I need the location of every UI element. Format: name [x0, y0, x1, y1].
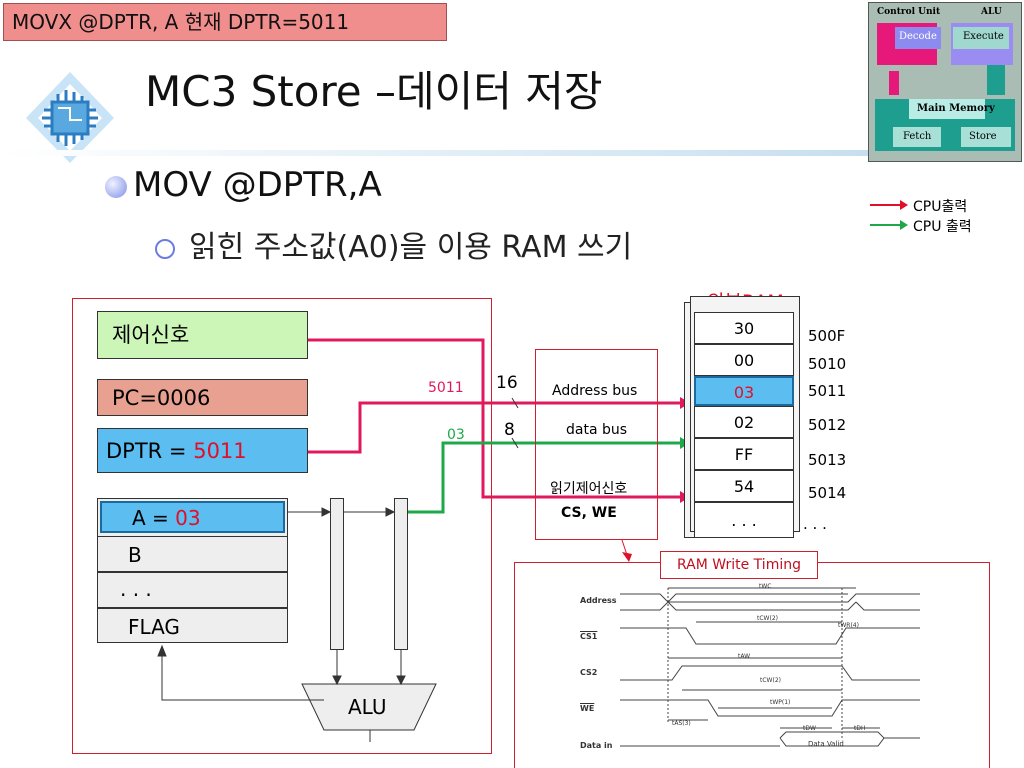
ram-address-5011: 5011 [808, 382, 847, 400]
data-bus-label: data bus [566, 422, 628, 438]
ram-address-5012: 5012 [808, 416, 847, 434]
timing-title: RAM Write Timing [677, 557, 801, 573]
page-title: MC3 Store –데이터 저장 [145, 67, 603, 116]
bullet-dot-icon [105, 175, 127, 198]
data-width-label: 8 [504, 420, 515, 440]
pc-register-label: PC=0006 [112, 386, 211, 410]
ram-address-more: . . . [803, 515, 827, 533]
pc-register: PC=0006 [97, 379, 308, 416]
register-dots: . . . [97, 572, 288, 608]
ram-address-5014: 5014 [808, 484, 847, 502]
timing-tcw: tCW(2) [757, 615, 778, 622]
timing-row-cs1: CS1 [580, 632, 598, 641]
ram-address-500f: 500F [808, 327, 846, 345]
read-control-label: 읽기제어신호 [550, 481, 628, 497]
register-flag: FLAG [97, 608, 288, 643]
timing-waveforms [620, 587, 920, 747]
instruction-tag: MOVX @DPTR, A 현재 DPTR=5011 [3, 3, 447, 41]
timing-tdw: tDW [803, 725, 816, 732]
register-b-label: B [128, 543, 142, 567]
control-signal-box: 제어신호 [97, 311, 308, 359]
dptr-label: DPTR = [106, 439, 194, 463]
control-signal-label: 제어신호 [112, 323, 190, 347]
ram-cell-value: FF [734, 445, 754, 464]
ram-address-5013: 5013 [808, 451, 847, 469]
instruction-cycle-diagram: Control Unit ALU Decode Execute Main Mem… [868, 2, 1022, 162]
register-b: B [97, 536, 288, 572]
ram-cell-value: 54 [733, 477, 755, 496]
alu-shape [301, 683, 437, 731]
register-a: A = 03 [100, 501, 285, 533]
timing-data-valid: Data Valid [808, 740, 844, 748]
dptr-value: 5011 [193, 439, 247, 463]
ram-cell-more: . . . [694, 502, 794, 538]
timing-tas: tAS(3) [672, 720, 691, 727]
bullet-ring-icon [155, 238, 175, 259]
cycle-label-execute: Execute [963, 31, 1004, 42]
cpu-frame [72, 298, 492, 754]
bullet-main-text: MOV @DPTR,A [133, 165, 382, 205]
ram-cell-value: . . . [731, 511, 757, 530]
timing-taw: tAW [738, 653, 751, 660]
address-bus-label: Address bus [552, 383, 638, 399]
ram-cell-5011: 03 [694, 376, 794, 406]
ram-cell-5012: 02 [694, 406, 794, 438]
internal-bus-1 [330, 498, 344, 650]
ram-cell-5014: 54 [694, 470, 794, 502]
legend-green-label: CPU 출력 [913, 219, 972, 235]
cs-we-label: CS, WE [561, 505, 617, 521]
ram-cell-value: 02 [733, 413, 755, 432]
timing-row-data-in: Data in [580, 741, 613, 750]
cycle-graphic [869, 3, 1021, 161]
alu-label: ALU [348, 695, 387, 719]
data-value-label: 03 [447, 427, 465, 443]
ram-address-5010: 5010 [808, 355, 847, 373]
timing-twc: tWC [759, 583, 772, 590]
chip-logo-icon [26, 72, 114, 163]
timing-title-box: RAM Write Timing [660, 551, 818, 579]
bullet-sub: 읽힌 주소값(A0)을 이용 RAM 쓰기 [155, 222, 632, 266]
address-width-label: 16 [496, 373, 518, 393]
cycle-label-fetch: Fetch [903, 131, 932, 142]
cycle-label-main-memory: Main Memory [917, 103, 995, 114]
timing-twr: tWR(4) [838, 622, 859, 629]
legend-red-label: CPU출력 [913, 199, 968, 215]
address-value-label: 5011 [428, 380, 464, 396]
ram-cell-5013: FF [694, 438, 794, 470]
register-a-label: A = [132, 506, 176, 530]
cycle-label-store: Store [969, 131, 997, 142]
title-divider [0, 150, 870, 156]
timing-row-we: WE [580, 704, 595, 713]
ram-cell-5010: 00 [694, 344, 794, 376]
bullet-sub-text: 읽힌 주소값(A0)을 이용 RAM 쓰기 [189, 230, 633, 265]
register-dots-label: . . . [120, 577, 152, 601]
timing-row-address: Address [580, 596, 617, 605]
legend-green-arrow-icon [870, 220, 908, 230]
timing-tdh: tDH [854, 725, 866, 732]
ram-cell-500f: 30 [694, 312, 794, 344]
cycle-label-alu: ALU [981, 7, 1002, 17]
timing-twp: tWP(1) [770, 699, 791, 706]
ram-cell-value: 03 [733, 383, 755, 402]
ram-cell-value: 30 [733, 319, 755, 338]
register-a-value: 03 [175, 506, 201, 530]
internal-bus-2 [394, 498, 408, 650]
cycle-label-control-unit: Control Unit [877, 7, 941, 17]
dptr-register: DPTR = 5011 [97, 428, 308, 473]
ram-cell-value: 00 [733, 351, 755, 370]
timing-row-cs2: CS2 [580, 668, 598, 677]
timing-tcw2: tCW(2) [760, 677, 781, 684]
cycle-label-decode: Decode [899, 31, 937, 42]
legend-red-arrow-icon [870, 200, 908, 210]
register-flag-label: FLAG [128, 615, 180, 639]
bus-box [535, 349, 658, 540]
bullet-main: MOV @DPTR,A [105, 165, 382, 205]
